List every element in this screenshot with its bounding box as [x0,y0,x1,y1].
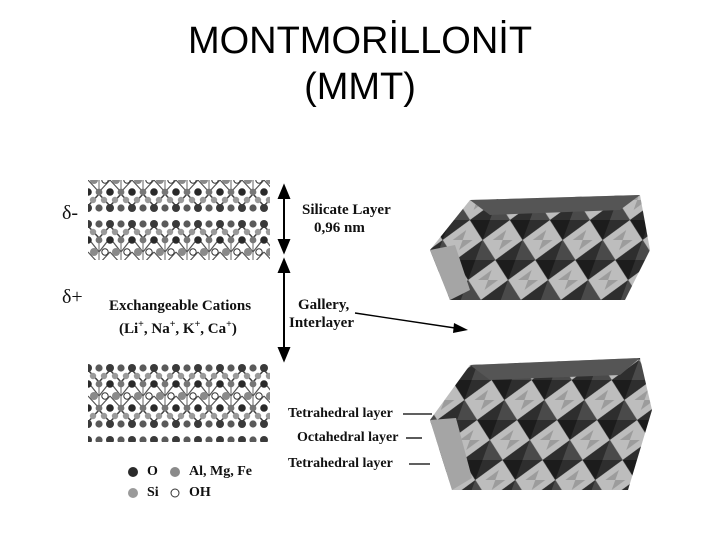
octahedral-layer-label: Octahedral layer [297,430,398,446]
cations-list: (Li+, Na+, K+, Ca+) [119,316,237,338]
legend-metal-marker [170,467,180,477]
polyhedral-slab-bottom [430,358,652,490]
tetrahedral-layer-top-label: Tetrahedral layer [288,406,393,422]
silicate-thickness-arrow [279,186,289,252]
gallery-height-arrow [279,260,289,360]
legend-oxygen-marker [128,467,138,477]
legend-silicon-marker [128,488,138,498]
silicate-layer-bottom [88,362,270,442]
legend-metal-label: Al, Mg, Fe [189,464,252,480]
delta-minus-label: δ- [62,202,78,224]
legend-hydroxyl-label: OH [189,485,211,501]
polyhedral-slab-top [430,195,650,300]
interlayer-label: Interlayer [289,315,354,332]
gallery-label: Gallery, [298,297,349,314]
gallery-pointer-arrow [355,313,468,333]
silicate-layer-label: Silicate Layer [302,202,391,219]
legend-hydroxyl-marker [171,489,179,497]
silicate-layer-top [88,180,270,260]
legend-silicon-label: Si [147,485,159,501]
tetrahedral-layer-bottom-label: Tetrahedral layer [288,456,393,472]
exchangeable-cations-label: Exchangeable Cations [109,298,251,315]
silicate-layer-thickness: 0,96 nm [314,220,365,237]
layer-leader-lines [403,414,432,464]
delta-plus-label: δ+ [62,286,83,308]
legend-oxygen-label: O [147,464,158,480]
